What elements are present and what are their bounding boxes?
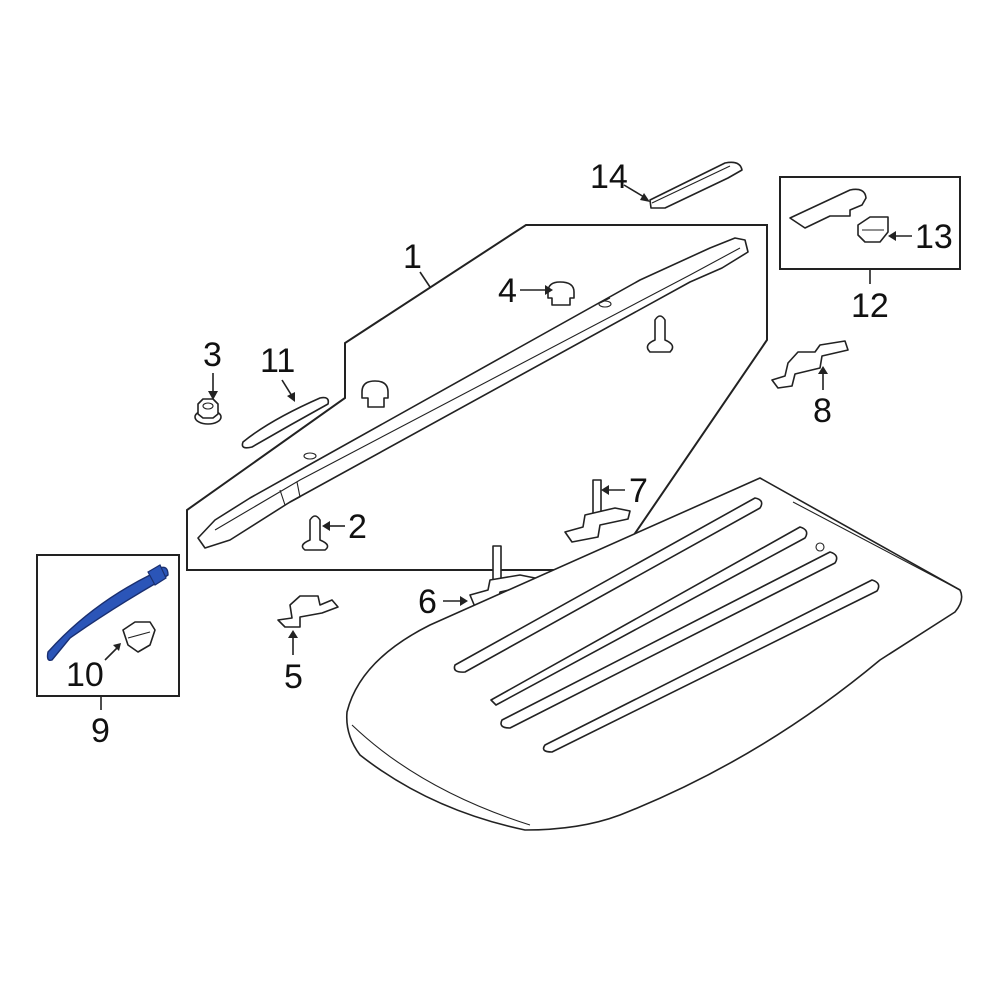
leader-1 xyxy=(419,271,431,288)
group-12-box xyxy=(779,176,961,270)
part-7-stud-bracket[interactable] xyxy=(564,479,631,543)
arrow-13 xyxy=(888,231,896,241)
leader-10 xyxy=(104,647,118,661)
arrow-2 xyxy=(322,521,330,531)
roof-panel[interactable] xyxy=(345,477,963,831)
callout-2: 2 xyxy=(348,508,367,546)
callout-14: 14 xyxy=(590,158,628,196)
callout-5: 5 xyxy=(284,658,303,696)
part-14-rear-cover[interactable] xyxy=(649,161,743,209)
part-8-bracket[interactable] xyxy=(771,340,849,389)
arrow-3 xyxy=(208,391,218,400)
group-1-outline xyxy=(186,224,768,571)
rail-cap-lower xyxy=(361,380,389,408)
roof-rail[interactable] xyxy=(197,237,749,549)
callout-8: 8 xyxy=(813,392,832,430)
callout-13: 13 xyxy=(915,218,953,256)
rail-pin-upper xyxy=(646,315,674,353)
part-9-front-cover-highlighted[interactable] xyxy=(46,564,169,662)
arrow-6 xyxy=(460,596,468,606)
part-13-clip[interactable] xyxy=(857,216,889,243)
part-3-nut[interactable] xyxy=(194,398,222,425)
arrow-5 xyxy=(288,630,298,638)
part-10-clip[interactable] xyxy=(122,621,156,653)
part-12-rear-cover[interactable] xyxy=(789,188,867,229)
arrow-4 xyxy=(545,285,553,295)
callout-7: 7 xyxy=(629,472,648,510)
arrow-8 xyxy=(818,366,828,374)
callout-11: 11 xyxy=(260,342,295,380)
callout-10: 10 xyxy=(66,656,104,694)
arrow-10 xyxy=(113,643,121,651)
callout-9: 9 xyxy=(91,712,110,750)
callout-6: 6 xyxy=(418,583,437,621)
arrow-7 xyxy=(601,485,609,495)
callout-4: 4 xyxy=(498,272,517,310)
group-9-box xyxy=(36,554,180,697)
arrow-14 xyxy=(640,193,650,202)
part-2-pin[interactable] xyxy=(301,515,329,551)
part-11-end-cover[interactable] xyxy=(241,396,330,449)
callout-12: 12 xyxy=(851,287,889,325)
leader-11 xyxy=(281,379,293,397)
leader-14 xyxy=(623,184,645,198)
part-4-cap[interactable] xyxy=(547,281,575,306)
part-5-bracket[interactable] xyxy=(277,595,339,628)
callout-3: 3 xyxy=(203,336,222,374)
arrow-11 xyxy=(287,392,295,402)
callout-1: 1 xyxy=(403,238,422,276)
